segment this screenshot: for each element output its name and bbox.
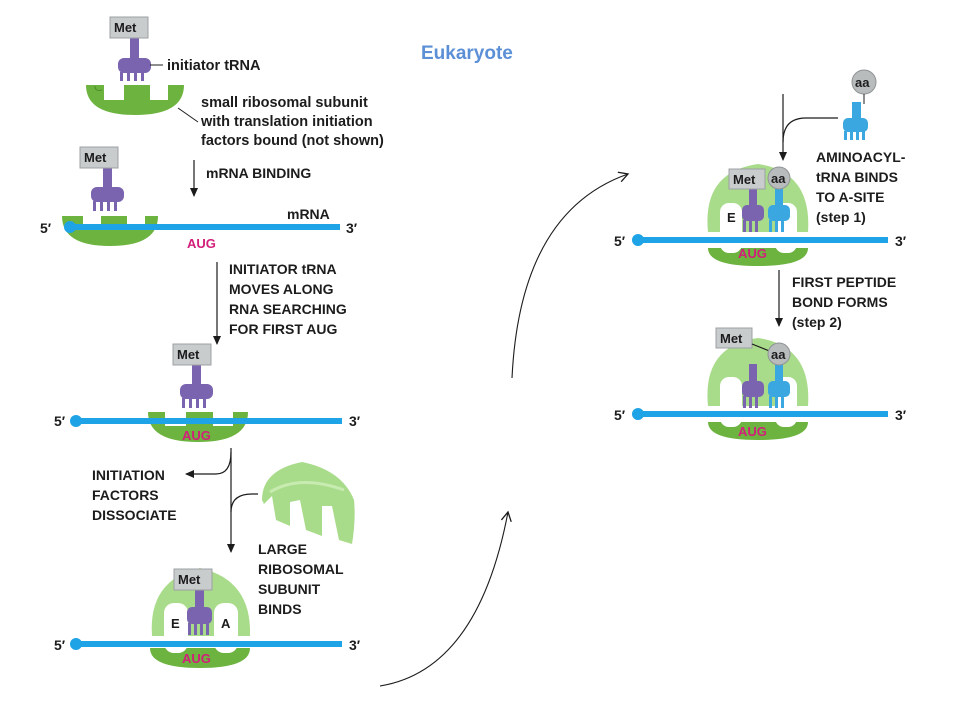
initiator-trna-icon — [187, 589, 212, 635]
five-prime-label: 5′ — [614, 233, 626, 249]
aa-ball — [767, 342, 791, 366]
e-site-label: E — [171, 616, 180, 631]
small-subunit-label-3: factors bound (not shown) — [201, 133, 384, 149]
dissociate-label-1: INITIATION — [92, 467, 165, 483]
large-subunit-label-2: RIBOSOMAL — [258, 561, 344, 577]
large-ribosomal-subunit-free — [262, 462, 355, 544]
met-box: Met — [109, 16, 149, 39]
initiator-trna-label: initiator tRNA — [167, 58, 261, 74]
aa-ball — [767, 166, 791, 190]
aminoacyl-label-1: AMINOACYL- — [816, 149, 906, 165]
initiator-trna-icon — [742, 188, 764, 232]
connector-arrow-upper — [511, 171, 630, 379]
small-ribosomal-subunit — [62, 216, 158, 246]
step5-aminoacyl-in-a-site: Met aa E 5′ 3′ AUG — [614, 164, 907, 266]
aminoacyl-trna-icon — [768, 188, 790, 232]
factor-dissociation: INITIATION FACTORS DISSOCIATE — [92, 448, 258, 553]
diagram-title: Eukaryote — [421, 43, 513, 64]
connector-arrow-lower — [379, 510, 512, 687]
aug-codon-label: AUG — [182, 651, 211, 666]
aug-codon-label: AUG — [187, 236, 216, 251]
aminoacyl-label-2: tRNA BINDS — [816, 169, 898, 185]
step4-assembled-ribosome: Met E A 5′ 3′ AUG — [54, 568, 361, 668]
three-prime-label: 3′ — [895, 233, 907, 249]
step1-small-subunit-with-trna: Met initiator tRNA small ribosomal subun… — [86, 16, 384, 149]
aa-label: aa — [771, 347, 786, 362]
a-site-label: A — [221, 616, 231, 631]
three-prime-label: 3′ — [349, 637, 361, 653]
met-box: Met — [728, 168, 766, 190]
met-label: Met — [84, 150, 107, 165]
large-subunit-label-4: BINDS — [258, 601, 302, 617]
met-label: Met — [720, 331, 743, 346]
met-box: Met — [79, 146, 119, 169]
initiator-trna-icon — [91, 167, 124, 211]
five-prime-label: 5′ — [40, 220, 52, 236]
scanning-label-1: INITIATOR tRNA — [229, 261, 337, 277]
small-ribosomal-subunit — [86, 85, 184, 115]
small-subunit-label-1: small ribosomal subunit — [201, 95, 368, 111]
aug-codon-label: AUG — [182, 428, 211, 443]
aminoacyl-label-3: TO A-SITE — [816, 189, 884, 205]
aa-label: aa — [771, 171, 786, 186]
peptide-label-1: FIRST PEPTIDE — [792, 274, 896, 290]
step3-trna-at-aug: Met 5′ 3′ AUG — [54, 343, 361, 443]
aug-codon-label: AUG — [738, 246, 767, 261]
met-label: Met — [177, 347, 200, 362]
aa-label: aa — [855, 75, 870, 90]
small-subunit-label-2: with translation initiation — [200, 114, 373, 130]
peptide-label-3: (step 2) — [792, 314, 842, 330]
mrna-binding-label: mRNA BINDING — [206, 165, 311, 181]
met-box: Met — [173, 568, 213, 591]
met-label: Met — [733, 172, 756, 187]
aug-codon-label: AUG — [738, 424, 767, 439]
dissociate-label-2: FACTORS — [92, 487, 159, 503]
five-prime-label: 5′ — [54, 413, 66, 429]
scanning-label-3: RNA SEARCHING — [229, 301, 347, 317]
aminoacyl-label-4: (step 1) — [816, 209, 866, 225]
e-site-slot — [164, 603, 188, 653]
dissociate-label-3: DISSOCIATE — [92, 507, 177, 523]
peptide-label-2: BOND FORMS — [792, 294, 888, 310]
mrna-label: mRNA — [287, 206, 330, 222]
small-ribosomal-subunit — [148, 412, 248, 442]
three-prime-label: 3′ — [346, 220, 358, 236]
aminoacyl-trna-icon — [768, 364, 790, 408]
met-label: Met — [114, 20, 137, 35]
three-prime-label: 3′ — [895, 407, 907, 423]
scanning-label-4: FOR FIRST AUG — [229, 321, 337, 337]
large-subunit-label-1: LARGE — [258, 541, 307, 557]
met-box: Met — [715, 327, 753, 349]
initiator-trna-icon — [180, 364, 213, 408]
met-label: Met — [178, 572, 201, 587]
initiator-trna-icon — [118, 38, 151, 81]
a-site-slot — [214, 603, 238, 653]
initiator-trna-icon — [742, 364, 764, 408]
scanning-label-2: MOVES ALONG — [229, 281, 334, 297]
step2-mrna-bound: Met 5′ 3′ mRNA AUG — [40, 146, 358, 251]
met-box: Met — [172, 343, 212, 366]
three-prime-label: 3′ — [349, 413, 361, 429]
e-site-label: E — [727, 210, 736, 225]
incoming-aminoacyl-trna: aa — [843, 69, 877, 140]
step6-peptide-bond: Met aa 5′ 3′ AUG — [614, 327, 907, 440]
five-prime-label: 5′ — [614, 407, 626, 423]
five-prime-label: 5′ — [54, 637, 66, 653]
large-subunit-label-3: SUBUNIT — [258, 581, 321, 597]
